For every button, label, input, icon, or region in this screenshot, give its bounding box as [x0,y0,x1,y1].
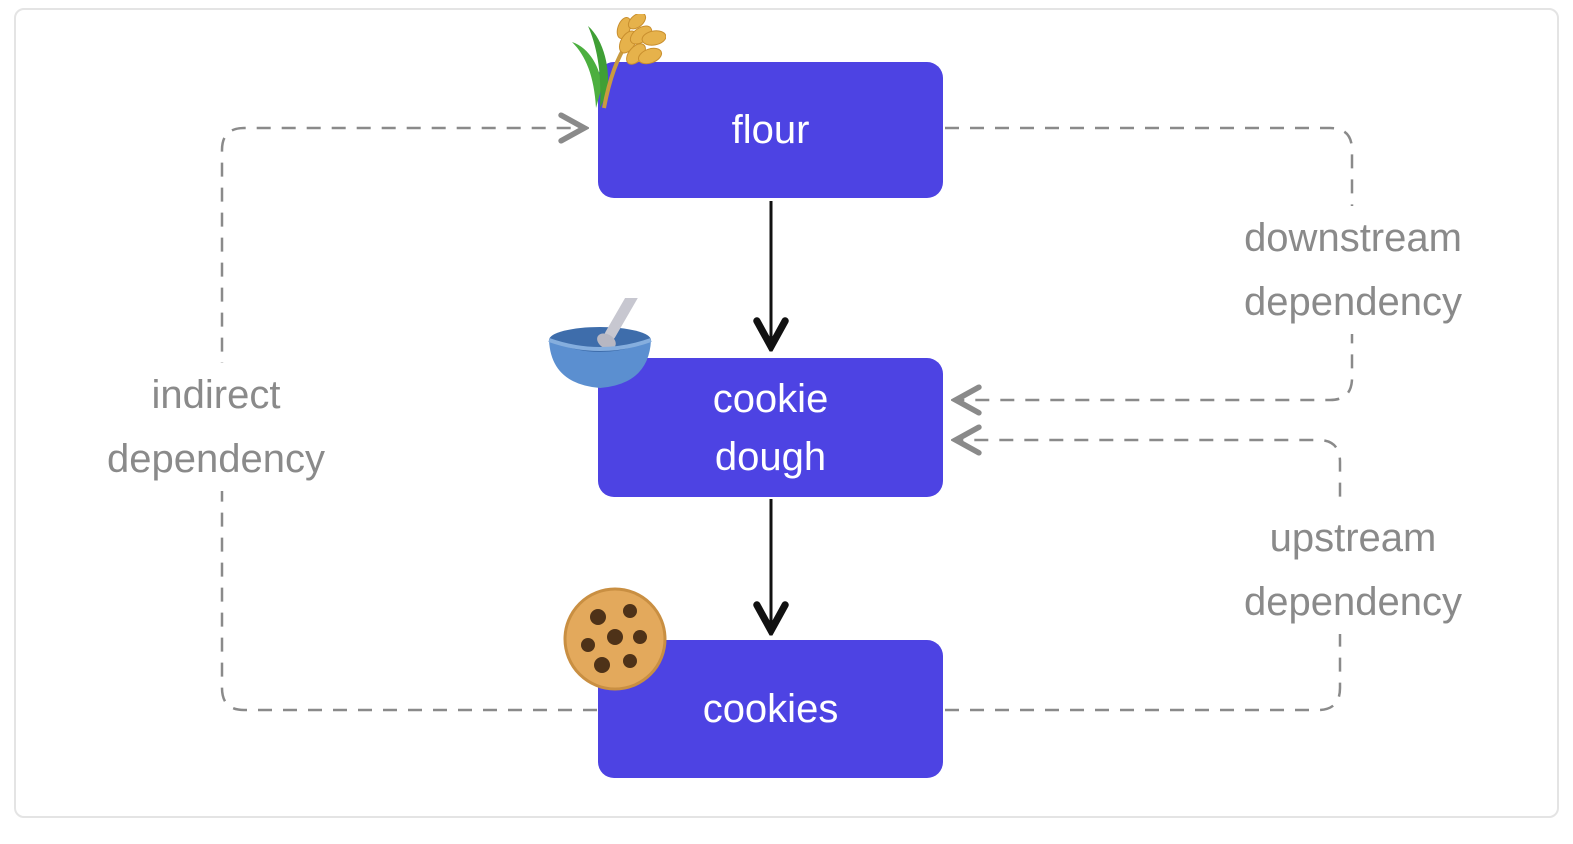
edge-label-line: dependency [107,437,325,481]
edge-label-line: indirect [151,373,281,417]
node-label: cookies [702,687,839,731]
edge-label-line: dependency [1244,580,1462,624]
edge-label-line: upstream [1269,516,1437,560]
node-label: dough [714,434,827,479]
edge-label-upstream-dependency: upstream dependency [1216,506,1490,634]
node-cookies: cookies [598,640,943,778]
edge-label-line: downstream [1244,216,1462,260]
edge-upstream-dependency [945,440,1342,712]
edge-label-line: dependency [1244,280,1462,324]
edge-label-indirect-dependency: indirect dependency [79,363,353,491]
node-cookie-dough: cookie dough [598,358,943,497]
node-flour: flour [598,62,943,198]
node-label: flour [731,108,810,152]
node-label: cookie [712,376,829,421]
edge-label-downstream-dependency: downstream dependency [1216,206,1490,334]
